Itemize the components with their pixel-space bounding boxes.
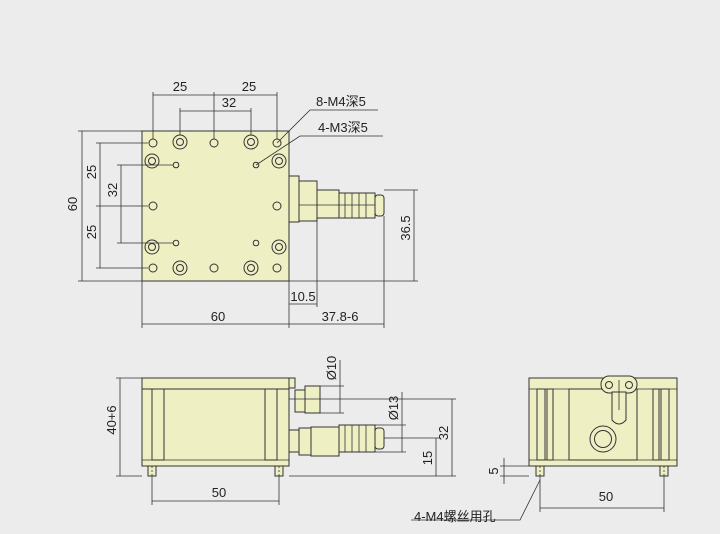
hole-m3	[172, 161, 180, 169]
stage-plate	[141, 130, 290, 282]
micrometer-top	[288, 175, 385, 223]
dim-left-25-lower: 25	[84, 225, 99, 239]
dim-height-15: 15	[420, 451, 435, 465]
mounting-holes	[144, 134, 287, 276]
dim-top-right-25: 25	[242, 79, 256, 94]
dim-top-left-25: 25	[173, 79, 187, 94]
dim-dia-10: Ø10	[324, 356, 339, 381]
callout-m3: 4-M3深5	[318, 120, 368, 135]
dim-height-32: 32	[436, 426, 451, 440]
dim-side-bottom-50: 50	[599, 489, 613, 504]
top-view: 25 25 32 25 32 25 60 60 10.5 37.8-6 36.5…	[65, 79, 418, 328]
hole-m4	[272, 263, 282, 273]
dim-front-bottom-50: 50	[212, 485, 226, 500]
front-lower-micrometer	[288, 424, 385, 457]
hole-m4	[148, 263, 158, 273]
dim-side-height-5: 5	[486, 467, 501, 474]
dim-height-40: 40+6	[104, 405, 119, 434]
dim-left-32: 32	[105, 183, 120, 197]
front-view: 40+6 Ø10 Ø13 32 15 50	[104, 356, 456, 505]
dim-overall-60-left: 60	[65, 197, 80, 211]
dim-travel-37-8: 37.8-6	[322, 309, 359, 324]
hole-m3	[252, 239, 260, 247]
dim-height-36-5: 36.5	[398, 215, 413, 240]
hole-m3	[172, 239, 180, 247]
hole-m4	[272, 201, 282, 211]
dim-dia-13: Ø13	[386, 396, 401, 421]
callout-m4: 8-M4深5	[316, 94, 366, 109]
hole-m4	[148, 138, 158, 148]
side-view: 5 50 4-M4螺丝用孔	[411, 375, 678, 524]
dim-offset-10-5: 10.5	[290, 289, 315, 304]
dim-bottom-60: 60	[211, 309, 225, 324]
front-upper-actuator	[288, 377, 321, 414]
top-dimension-lines	[78, 92, 418, 328]
hole-m4	[148, 201, 158, 211]
dim-center-32: 32	[222, 95, 236, 110]
dim-left-25-upper: 25	[84, 165, 99, 179]
hole-m4	[209, 138, 219, 148]
hole-m4	[209, 263, 219, 273]
callout-m4-tap: 4-M4螺丝用孔	[414, 509, 496, 524]
side-clamp	[600, 375, 638, 425]
